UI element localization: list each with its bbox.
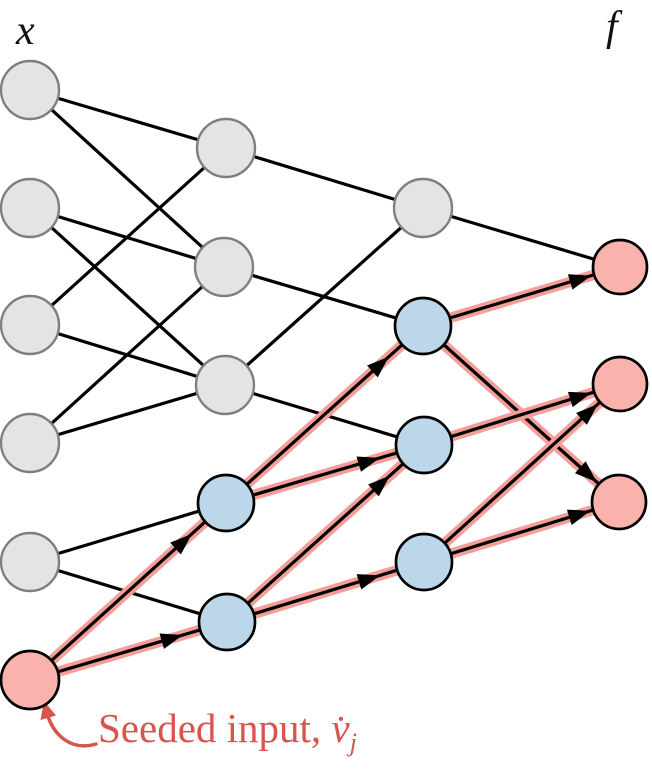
highlight-edge-B5-C4 bbox=[226, 560, 425, 624]
node-D3-output bbox=[590, 473, 648, 531]
node-B1-gray bbox=[195, 117, 257, 179]
arrowhead-C2-D1 bbox=[567, 274, 592, 290]
input-vector-label: x bbox=[16, 8, 35, 54]
annotation-variable: v̇ bbox=[331, 705, 350, 751]
edge-B1-C1 bbox=[225, 146, 424, 210]
arrowhead-C2-D3 bbox=[574, 461, 597, 482]
node-A2-gray bbox=[0, 177, 61, 239]
node-C4-blue bbox=[394, 532, 454, 592]
arrowhead-C4-D3 bbox=[566, 509, 591, 525]
edge-C1-D1 bbox=[422, 206, 621, 269]
edge-A5-B4 bbox=[29, 501, 227, 564]
node-B4-blue bbox=[196, 473, 256, 533]
arrowhead-B5-C4 bbox=[356, 574, 380, 590]
output-function-label: f bbox=[606, 4, 618, 50]
node-A1-gray bbox=[0, 59, 61, 121]
node-D1-output bbox=[591, 238, 649, 296]
node-B3-gray bbox=[194, 354, 256, 416]
node-A4-gray bbox=[0, 412, 61, 474]
edge-A2-B3 bbox=[28, 206, 227, 387]
node-C2-blue bbox=[393, 296, 453, 356]
edge-A1-B1 bbox=[29, 88, 227, 150]
edge-A1-B2 bbox=[28, 88, 226, 269]
node-A3-gray bbox=[0, 294, 61, 356]
arrowhead-B4-C3 bbox=[356, 456, 380, 472]
highlight-edge-A6-B4 bbox=[28, 501, 228, 682]
node-C3-blue bbox=[394, 415, 454, 475]
node-D2-output bbox=[591, 355, 649, 413]
node-A5-gray bbox=[0, 531, 61, 593]
edge-A4-B2 bbox=[28, 265, 226, 445]
edge-A3-B1 bbox=[28, 146, 228, 327]
node-B5-blue bbox=[197, 592, 257, 652]
node-B2-gray bbox=[193, 236, 255, 298]
arrowhead-A6-B5 bbox=[159, 633, 183, 649]
highlight-edge-B4-C2 bbox=[224, 324, 425, 505]
arrowhead-B4-C2 bbox=[367, 356, 389, 378]
annotation-subscript: j bbox=[349, 728, 357, 758]
arrowhead-C4-D2 bbox=[576, 404, 598, 425]
highlight-edge-B5-C3 bbox=[225, 443, 426, 624]
edge-B3-C1 bbox=[223, 206, 425, 387]
highlight-edge-A6-B5 bbox=[29, 620, 228, 682]
arrowhead-A6-B4 bbox=[170, 533, 192, 555]
arrowhead-C3-D2 bbox=[567, 391, 592, 408]
seeded-input-annotation: Seeded input, v̇j bbox=[98, 705, 357, 756]
node-A6-seed bbox=[0, 649, 61, 711]
annotation-text: Seeded input, bbox=[98, 705, 332, 751]
node-C1-gray bbox=[392, 177, 454, 239]
edge-A4-B3 bbox=[29, 383, 226, 445]
arrowhead-B5-C3 bbox=[368, 475, 390, 497]
highlight-edge-B4-C3 bbox=[225, 443, 425, 505]
